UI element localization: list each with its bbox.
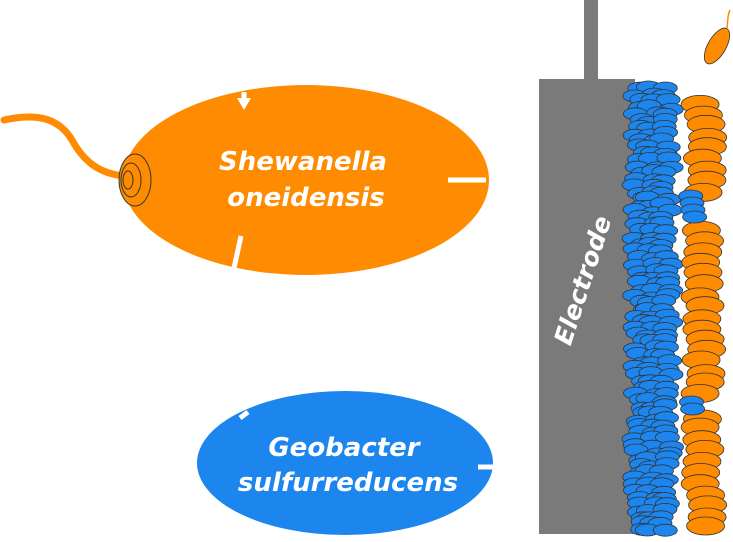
geobacter-body: [197, 391, 493, 535]
small-shewanella-cell-icon: [703, 9, 731, 65]
geobacter-membrane-marks: [238, 410, 494, 470]
geobacter-biofilm-cell: [682, 210, 707, 224]
geobacter-label-line1: Geobacter: [268, 433, 421, 463]
geobacter-biofilm-cell: [652, 523, 678, 537]
flagellar-motor-icon: [118, 153, 152, 207]
electrode-wire: [584, 0, 598, 80]
shewanella-body: [123, 85, 489, 275]
shewanella-label-line1: Shewanella: [219, 147, 387, 177]
arrowhead-icon: [237, 98, 251, 110]
shewanella-biofilm-cell: [686, 516, 725, 536]
shewanella-cell: Shewanella oneidensis: [0, 85, 489, 275]
flagellum-icon: [0, 113, 129, 180]
electrode-plate: [539, 79, 635, 534]
electrode: Electrode: [539, 0, 635, 534]
geobacter-label-line2: sulfurreducens: [238, 468, 458, 498]
biofilm: [621, 80, 728, 537]
geobacter-biofilm-cell: [680, 402, 705, 416]
shewanella-label-line2: oneidensis: [227, 183, 385, 213]
geobacter-cell: Geobacter sulfurreducens: [197, 391, 494, 535]
